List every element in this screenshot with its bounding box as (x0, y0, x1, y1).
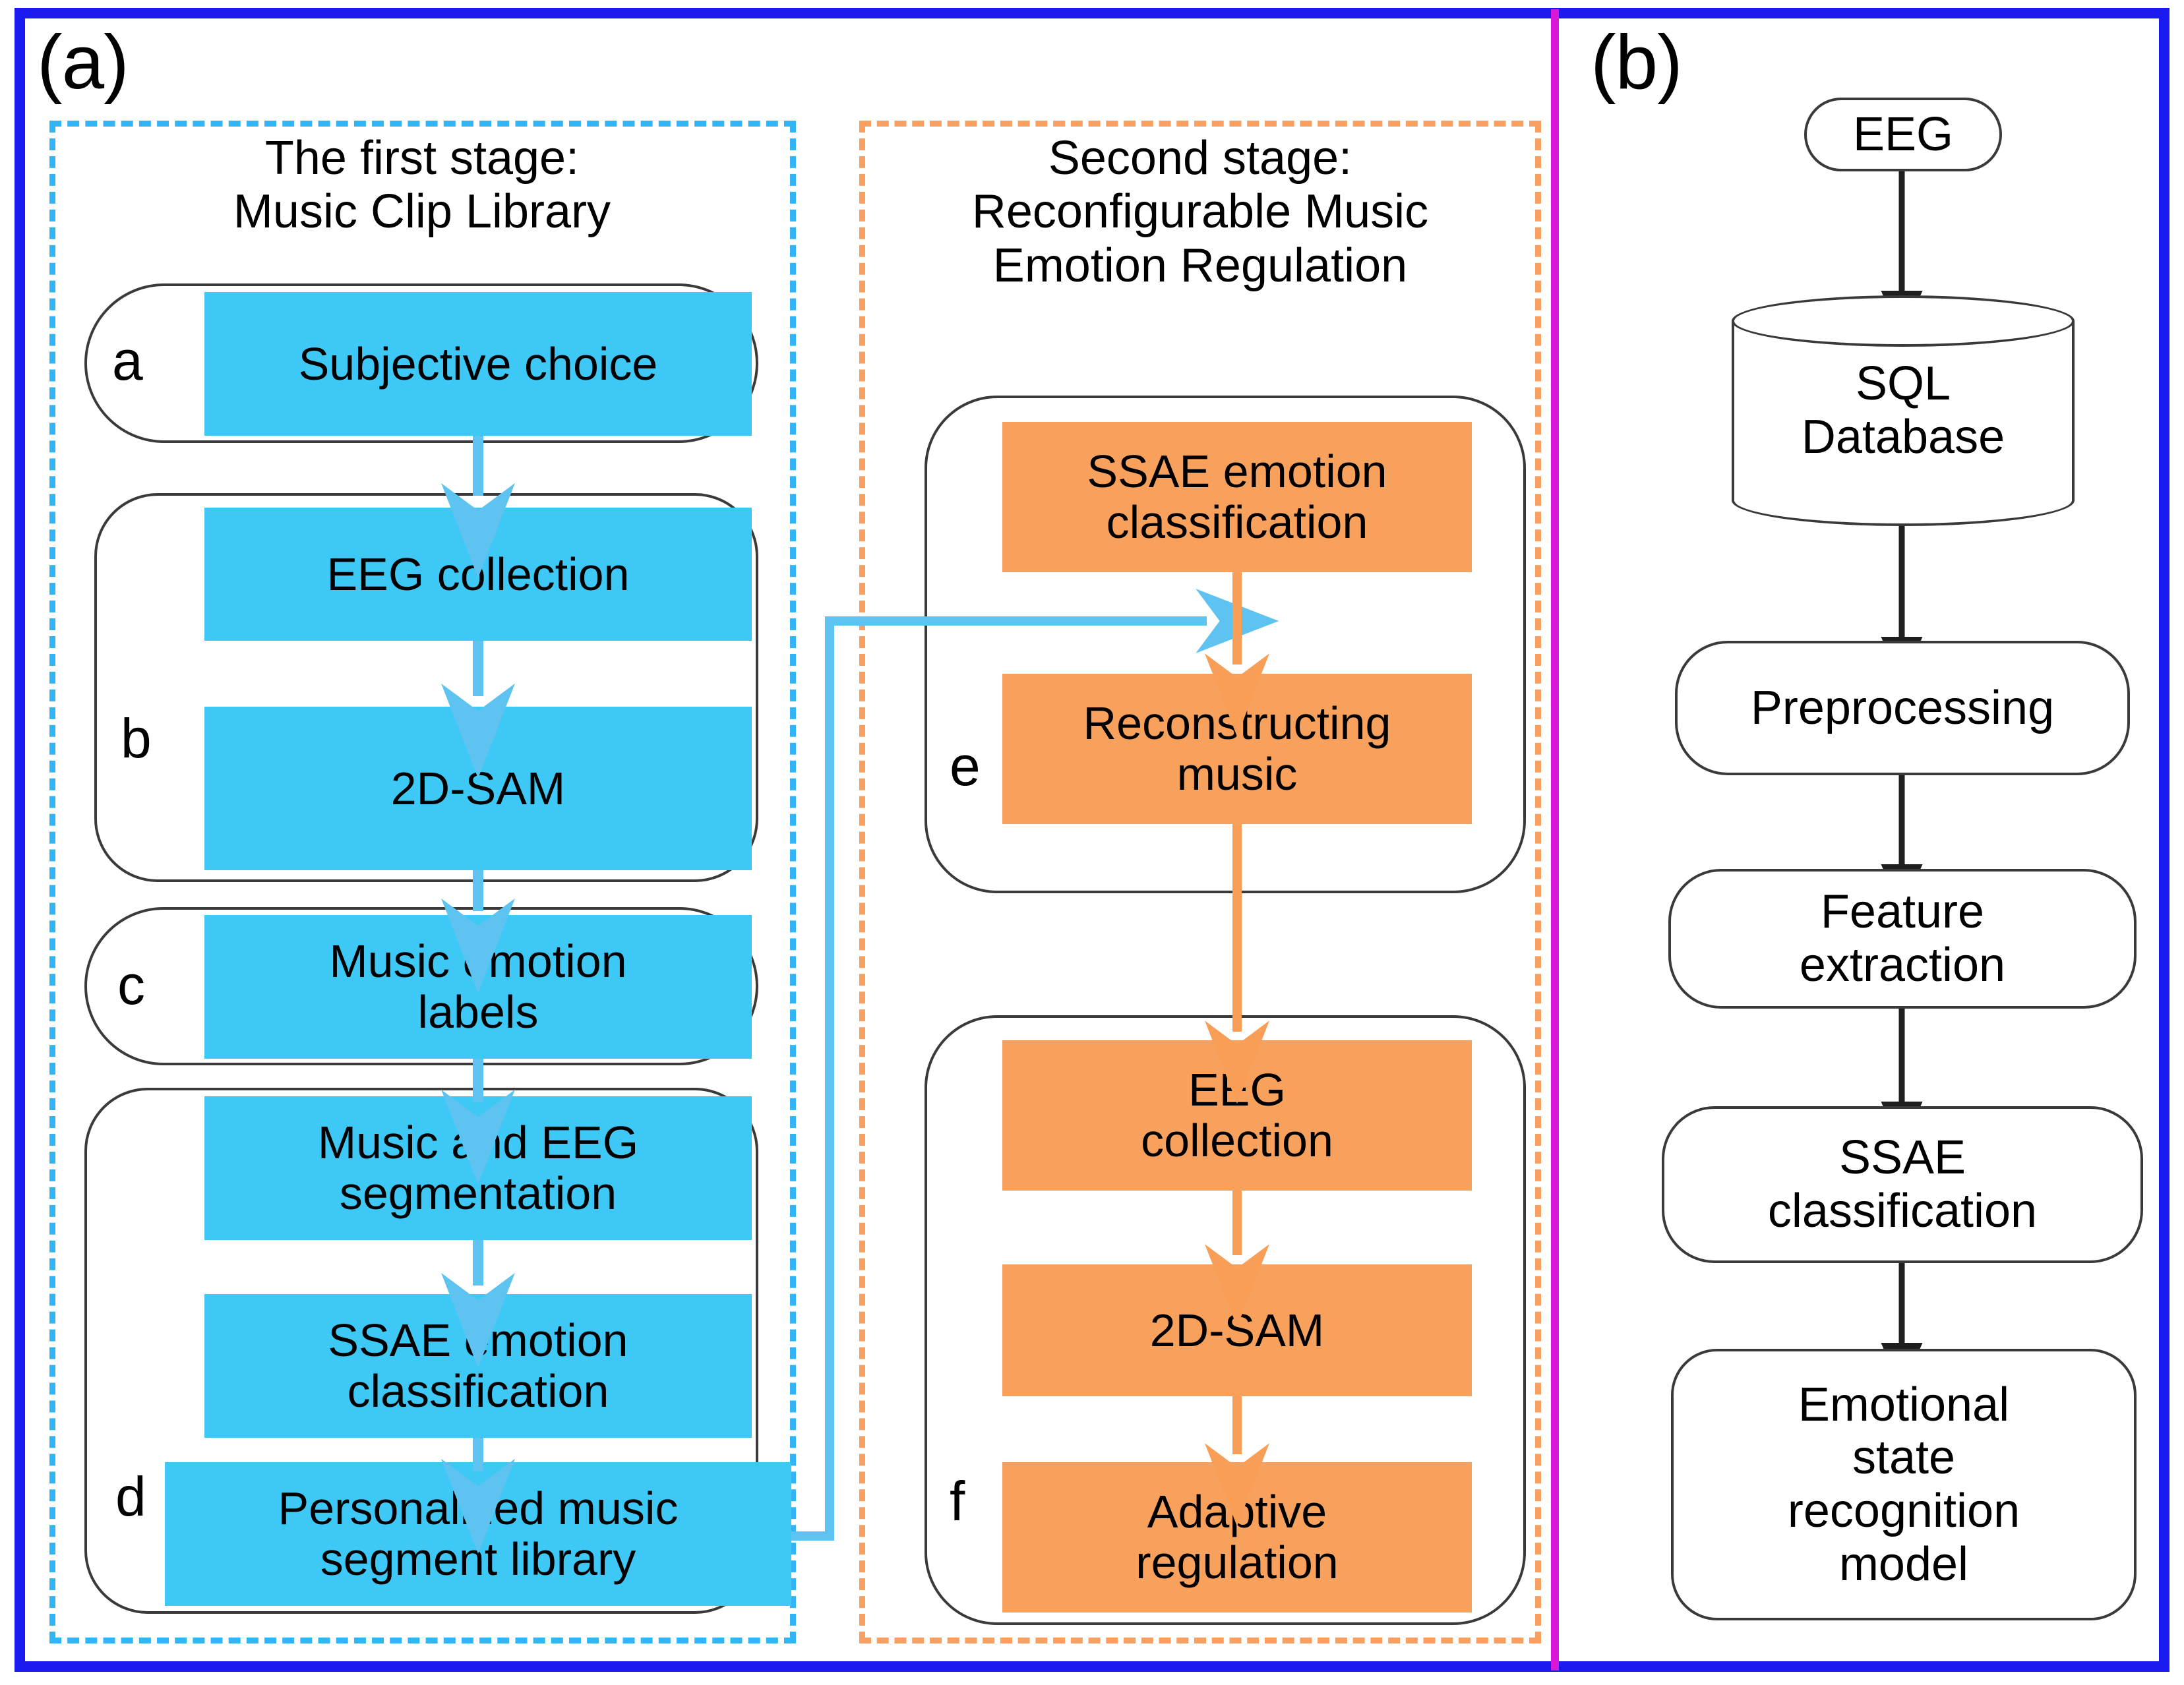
node-emotional-state-recognition-model[interactable]: Emotional state recognition model (1671, 1349, 2137, 1620)
stage-two-title: Second stage: Reconfigurable Music Emoti… (971, 132, 1429, 292)
step-personalized-music-segment-library[interactable]: Personalized music segment library (165, 1462, 791, 1606)
group-letter-d: d (115, 1465, 146, 1527)
cylinder-top (1732, 295, 2075, 347)
node-sql-database[interactable]: SQL Database (1732, 295, 2075, 526)
stage-one-title: The first stage: Music Clip Library (233, 132, 611, 239)
step-music-eeg-segmentation[interactable]: Music and EEG segmentation (204, 1096, 752, 1240)
group-letter-e: e (950, 735, 981, 797)
step-subjective-choice[interactable]: Subjective choice (204, 292, 752, 436)
panel-b-label: (b) (1591, 19, 1683, 105)
step-2d-sam-1[interactable]: 2D-SAM (204, 707, 752, 870)
figure-outer-frame (15, 8, 2169, 1672)
node-feature-extraction[interactable]: Feature extraction (1668, 869, 2137, 1009)
group-letter-b: b (121, 707, 152, 769)
step-ssae-emotion-classification-2[interactable]: SSAE emotion classification (1002, 422, 1472, 572)
step-adaptive-regulation[interactable]: Adaptive regulation (1002, 1462, 1472, 1612)
step-reconstructing-music[interactable]: Reconstructing music (1002, 674, 1472, 824)
node-preprocessing[interactable]: Preprocessing (1675, 641, 2130, 775)
node-ssae-classification[interactable]: SSAE classification (1662, 1106, 2143, 1263)
step-music-emotion-labels[interactable]: Music emotion labels (204, 915, 752, 1059)
group-letter-c: c (117, 954, 145, 1016)
step-eeg-collection-2[interactable]: EEG collection (1002, 1040, 1472, 1191)
node-eeg[interactable]: EEG (1804, 98, 2002, 171)
step-ssae-emotion-classification-1[interactable]: SSAE emotion classification (204, 1294, 752, 1438)
node-sql-database-label: SQL Database (1801, 357, 2005, 463)
step-2d-sam-2[interactable]: 2D-SAM (1002, 1264, 1472, 1396)
panel-divider (1551, 9, 1559, 1670)
panel-a-label: (a) (37, 19, 129, 105)
step-eeg-collection-1[interactable]: EEG collection (204, 508, 752, 641)
group-letter-f: f (950, 1470, 965, 1532)
cylinder-body (1732, 320, 2075, 501)
group-letter-a: a (112, 330, 143, 392)
